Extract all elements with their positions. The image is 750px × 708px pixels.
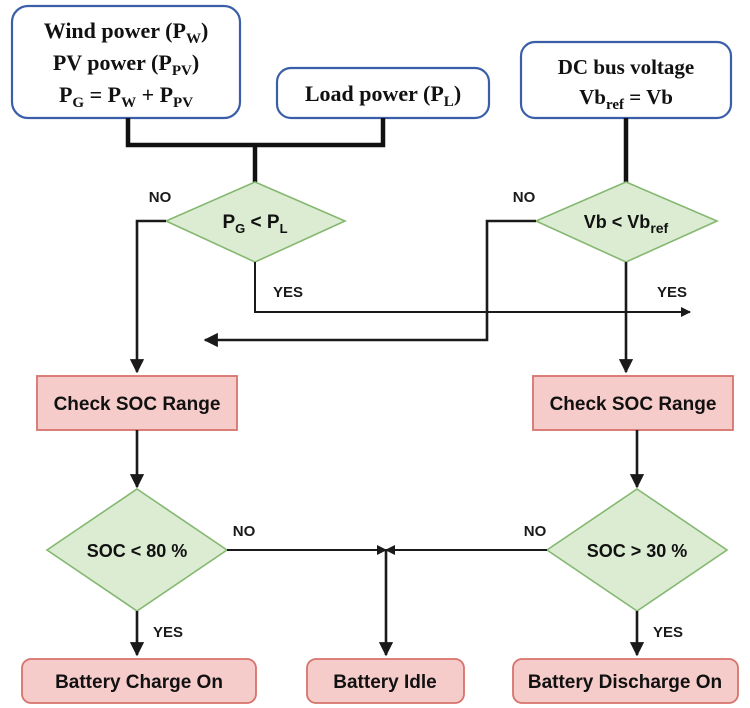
- generation-line-3: PG = PW + PPV: [59, 82, 193, 111]
- decision-pg-pl[interactable]: PG < PL: [164, 181, 347, 263]
- battery-discharge-on-label: Battery Discharge On: [528, 672, 722, 693]
- decision-pg-pl-label: PG < PL: [222, 212, 287, 236]
- decision-vb-vbref[interactable]: Vb < Vbref: [534, 181, 719, 263]
- load-input-label: Load power (PL): [305, 81, 461, 110]
- decision-soc-80-label: SOC < 80 %: [87, 541, 188, 561]
- battery-idle-shape: [306, 658, 465, 704]
- battery-discharge-on-box[interactable]: Battery Discharge On: [512, 658, 739, 704]
- check-soc-left-box[interactable]: Check SOC Range: [36, 375, 238, 431]
- check-soc-right-box[interactable]: Check SOC Range: [532, 375, 734, 431]
- battery-idle-label: Battery Idle: [333, 672, 436, 693]
- check-soc-left-shape: [36, 375, 238, 431]
- battery-idle-box[interactable]: Battery Idle: [306, 658, 465, 704]
- top-merge-bus: [125, 118, 386, 182]
- edge-yes-pg-pl: [254, 262, 691, 317]
- label-yes-vb: YES: [657, 284, 687, 301]
- label-yes-soc-30: YES: [653, 624, 683, 641]
- edge-no-vb: [203, 219, 536, 348]
- label-no-pg-pl: NO: [149, 189, 172, 206]
- dcbus-line-1: DC bus voltage: [558, 55, 695, 79]
- edge-no-pg-pl: [129, 219, 166, 374]
- generation-input-box[interactable]: Wind power (PW) PV power (PPV) PG = PW +…: [10, 4, 242, 120]
- battery-charge-on-box[interactable]: Battery Charge On: [21, 658, 257, 704]
- check-soc-right-label: Check SOC Range: [550, 394, 717, 415]
- check-soc-left-label: Check SOC Range: [54, 394, 221, 415]
- label-no-soc-80: NO: [233, 523, 256, 540]
- battery-discharge-on-shape: [512, 658, 739, 704]
- decision-soc-30[interactable]: SOC > 30 %: [545, 488, 729, 612]
- decision-soc-80[interactable]: SOC < 80 %: [45, 488, 229, 612]
- label-yes-pg-pl: YES: [273, 284, 303, 301]
- merge-bracket: [125, 118, 386, 148]
- decision-soc-30-label: SOC > 30 %: [587, 541, 688, 561]
- decision-vb-vbref-label: Vb < Vbref: [584, 212, 669, 236]
- generation-line-2: PV power (PPV): [53, 50, 199, 79]
- dcbus-line-2: Vbref = Vb: [579, 85, 673, 113]
- check-soc-right-shape: [532, 375, 734, 431]
- label-yes-soc-80: YES: [153, 624, 183, 641]
- battery-charge-on-shape: [21, 658, 257, 704]
- generation-line-1: Wind power (PW): [44, 18, 209, 47]
- battery-charge-on-label: Battery Charge On: [55, 672, 223, 693]
- label-no-soc-30: NO: [524, 523, 547, 540]
- label-no-vb: NO: [513, 189, 536, 206]
- load-input-box[interactable]: Load power (PL): [275, 66, 491, 120]
- dcbus-input-box[interactable]: DC bus voltage Vbref = Vb: [519, 40, 733, 120]
